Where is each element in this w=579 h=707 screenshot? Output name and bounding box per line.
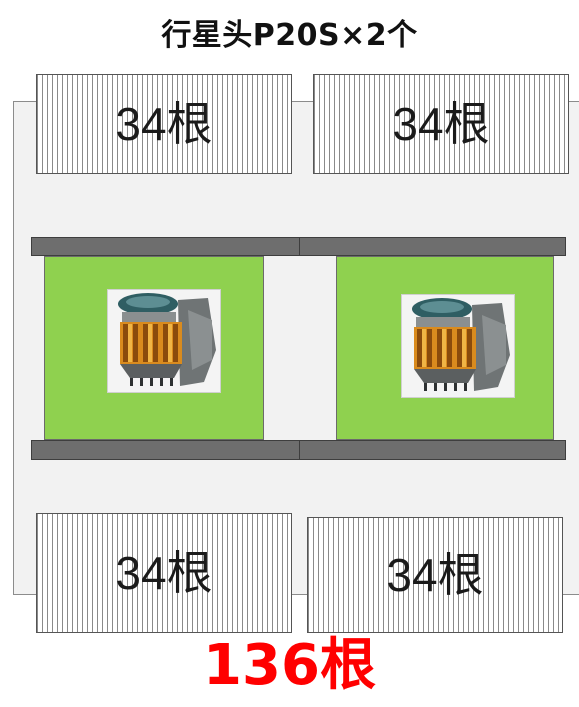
- machine-rail-bottom-left: [31, 440, 300, 460]
- planetary-head-machine-icon: [401, 294, 515, 398]
- rack-top-right: 34根: [313, 74, 569, 174]
- rack-bottom-left: 34根: [36, 513, 292, 633]
- machine-rail-bottom-right: [299, 440, 566, 460]
- rack-bottom-right: 34根: [307, 517, 563, 633]
- rack-count-label: 34根: [115, 547, 213, 599]
- machine-rail-top-right: [299, 237, 566, 256]
- machine-rail-top-left: [31, 237, 300, 256]
- rack-top-left: 34根: [36, 74, 292, 174]
- planetary-head-machine-icon: [107, 289, 221, 393]
- rack-count-label: 34根: [386, 549, 484, 601]
- rack-count-label: 34根: [115, 98, 213, 150]
- diagram-title: 行星头P20S×2个: [161, 18, 418, 53]
- rack-count-label: 34根: [392, 98, 490, 150]
- machine-base-left: [44, 256, 264, 440]
- machine-base-right: [336, 256, 554, 440]
- total-count-label: 136根: [203, 633, 376, 698]
